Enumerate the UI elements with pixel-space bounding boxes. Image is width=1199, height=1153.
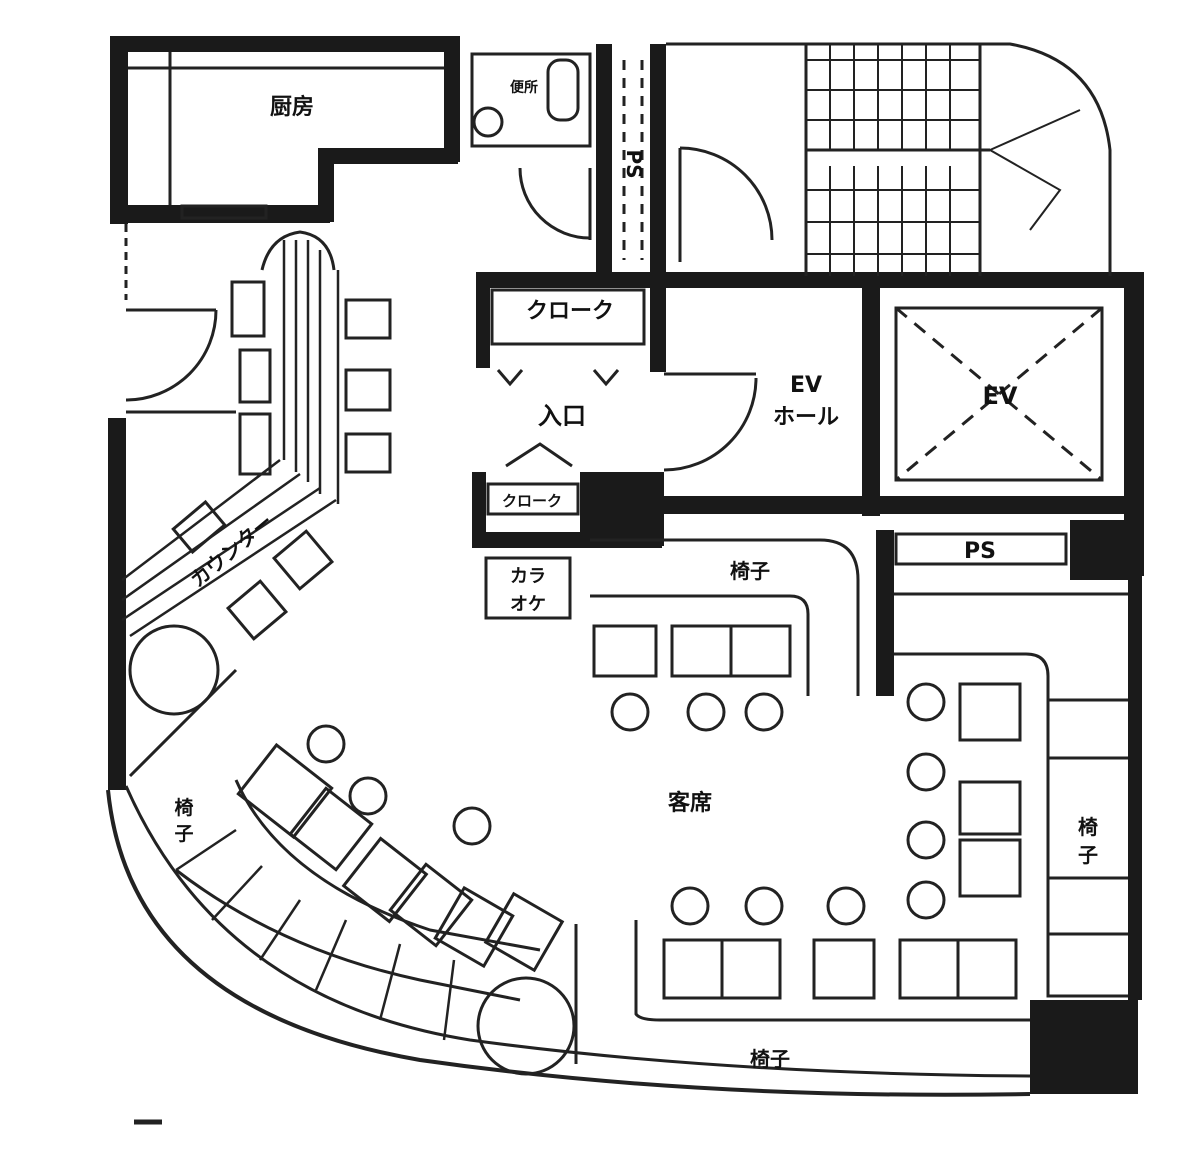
label-cloak-lower: クローク — [502, 492, 562, 510]
wall-kitchen-right — [444, 36, 460, 162]
label-karaoke-line1: カラ — [510, 566, 546, 587]
label-chair-left-line1: 椅 — [174, 796, 193, 819]
label-chair-bottom: 椅子 — [750, 1047, 790, 1071]
fixtures — [106, 42, 1128, 1125]
label-kitchen: 厨房 — [270, 94, 314, 120]
wall-mid-h — [476, 272, 1144, 288]
label-chair-top: 椅子 — [730, 559, 770, 583]
label-ev-hall-line1: EV — [790, 373, 822, 398]
wall-wc-right — [596, 44, 612, 276]
wall-kitchen-bottom — [110, 205, 330, 223]
wall-left-lower — [108, 418, 126, 790]
label-karaoke-line2: オケ — [510, 594, 546, 615]
label-cloak-upper: クローク — [526, 299, 614, 324]
label-chair-right-line2: 子 — [1078, 843, 1098, 867]
wall-kitchen-step-h — [318, 148, 458, 164]
wall-kitchen-step-v — [318, 150, 334, 222]
label-ps-top: PS — [622, 149, 646, 178]
label-seating: 客席 — [668, 790, 712, 816]
block-ps-right — [1070, 520, 1136, 580]
walls — [108, 36, 1144, 1094]
label-chair-left-line2: 子 — [174, 823, 193, 845]
label-ps-right: PS — [964, 539, 996, 564]
label-ev-hall-line2: ホール — [773, 405, 839, 430]
wall-evhall-left — [650, 272, 666, 372]
label-entrance: 入口 — [538, 402, 586, 430]
label-chair-right-line1: 椅 — [1078, 815, 1098, 839]
label-ev: EV — [983, 382, 1018, 410]
wall-mid-h2 — [656, 496, 1142, 514]
wall-ev-left — [862, 280, 880, 516]
wall-left-upper — [110, 36, 128, 224]
column-bottom-right — [1030, 1000, 1138, 1094]
wall-booth-v — [876, 530, 894, 696]
wall-ps-right — [650, 44, 666, 276]
wall-cloak2-bottom — [472, 532, 662, 548]
wall-right-lower — [1128, 570, 1142, 1000]
wall-cloak2-left — [472, 472, 486, 546]
room-labels: 厨房 便所 PS クローク 入口 EV ホール EV クローク PS カウンター… — [174, 79, 1098, 1071]
wall-cloak-left — [476, 272, 490, 368]
wall-top-left — [110, 36, 452, 52]
label-toilet: 便所 — [510, 79, 538, 96]
